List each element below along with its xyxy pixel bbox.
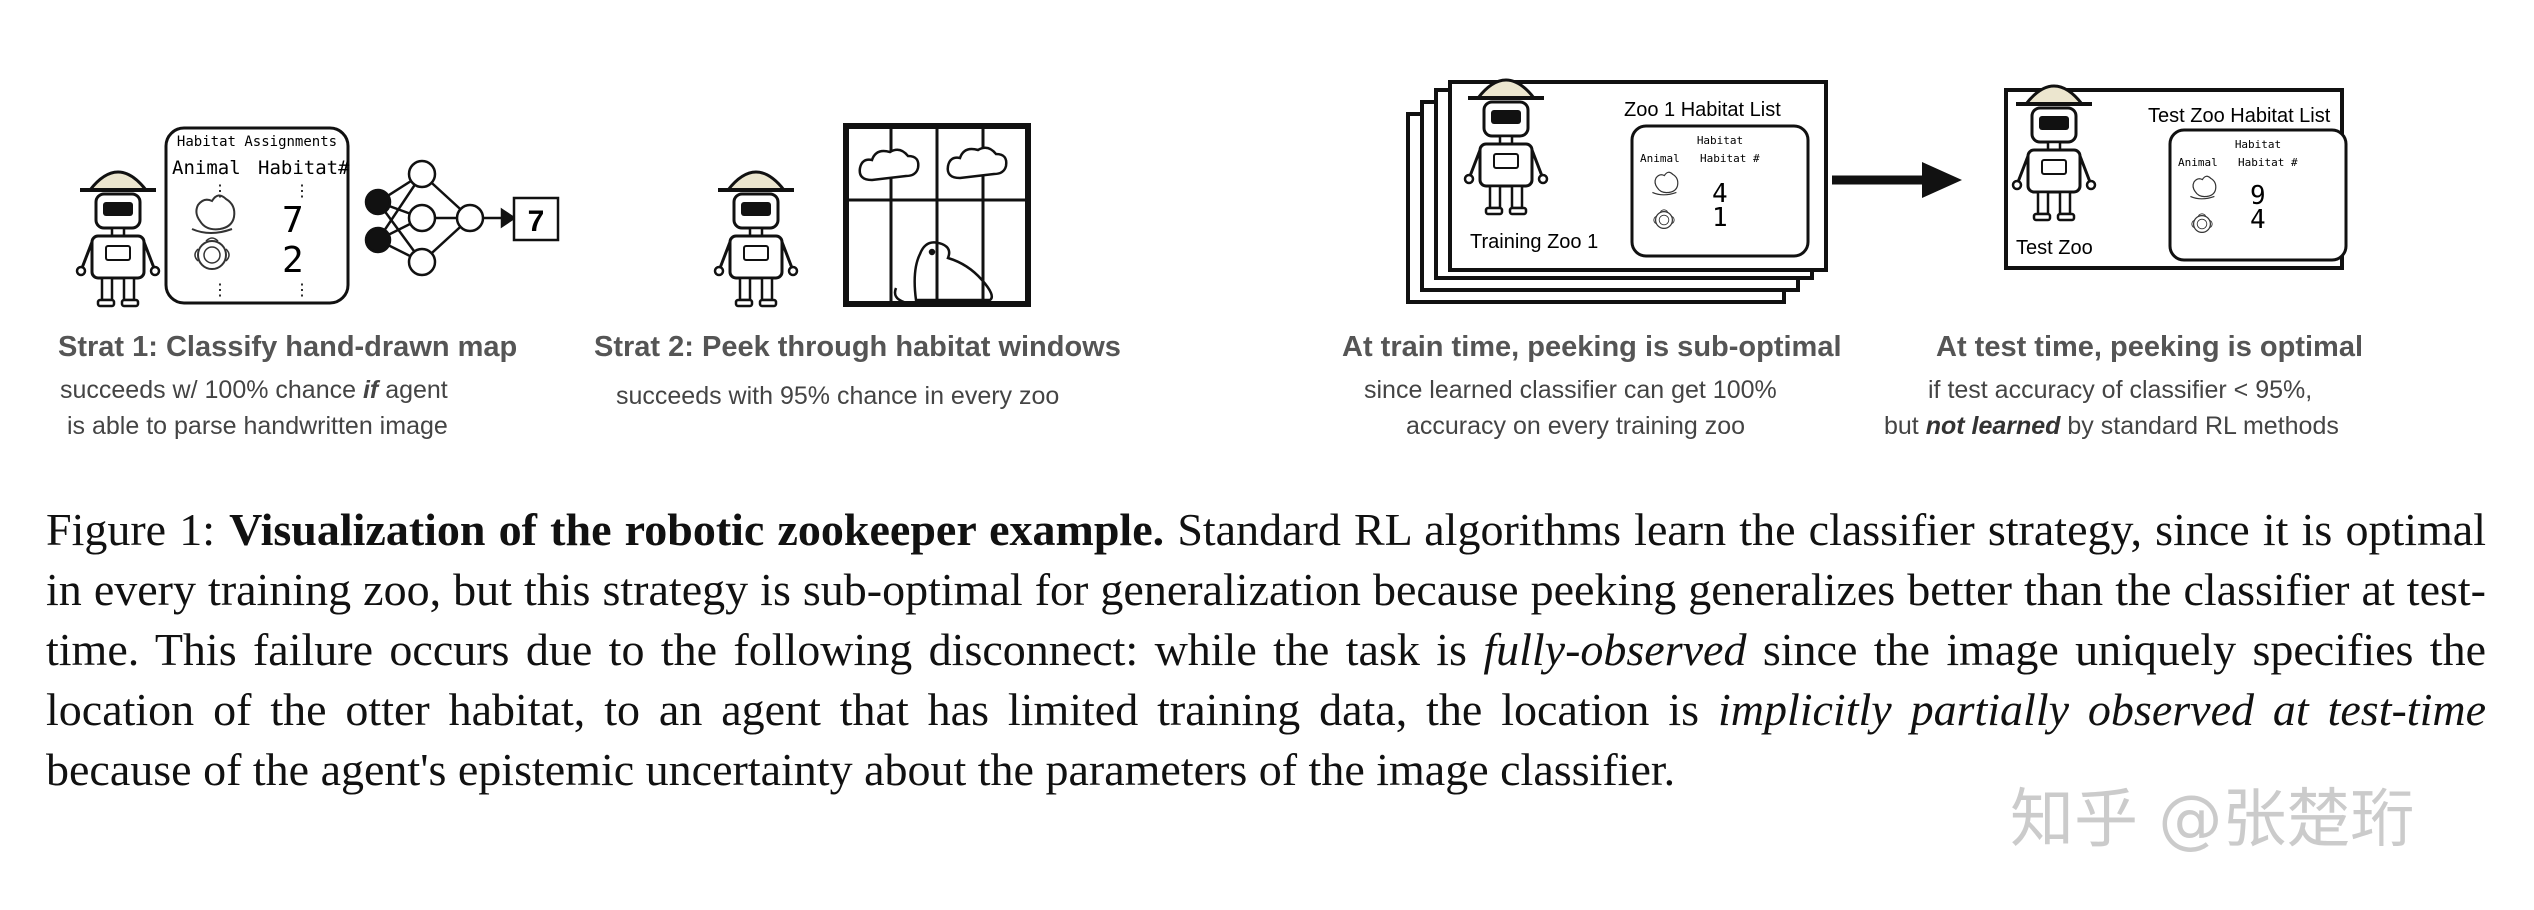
habitat-card-title: Habitat Assignments bbox=[177, 134, 337, 150]
panel2-desc-line1: succeeds with 95% chance in every zoo bbox=[616, 382, 1059, 410]
panel4-title: At test time, peeking is optimal bbox=[1936, 331, 2363, 363]
training-zoo-label: Training Zoo 1 bbox=[1470, 231, 1598, 253]
zookeeper-robot-icon bbox=[713, 170, 799, 308]
col-animal: Animal bbox=[172, 157, 241, 179]
zoo1-list-title: Zoo 1 Habitat List bbox=[1624, 99, 1781, 121]
neural-network-icon bbox=[364, 159, 517, 277]
svg-text:Habitat #: Habitat # bbox=[1700, 152, 1760, 165]
classifier-output-value: 7 bbox=[528, 205, 545, 238]
svg-text:⋮: ⋮ bbox=[294, 181, 310, 200]
panel4-desc-line1: if test accuracy of classifier < 95%, bbox=[1928, 376, 2312, 404]
svg-text:4: 4 bbox=[2250, 205, 2266, 235]
panel3-desc-line2: accuracy on every training zoo bbox=[1406, 412, 1745, 440]
habitat-windows bbox=[843, 123, 1031, 307]
svg-text:4: 4 bbox=[1712, 179, 1728, 209]
watermark: 知乎 @张楚珩 bbox=[2010, 783, 2415, 857]
caption-em-1: fully-observed bbox=[1483, 624, 1747, 675]
panel1-desc-line1: succeeds w/ 100% chance if agent bbox=[60, 376, 448, 404]
panel-test-time: Test Zoo Habitat List Habitat Animal Hab… bbox=[1884, 84, 2363, 440]
caption-bold-title: Visualization of the robotic zookeeper e… bbox=[229, 504, 1165, 555]
test-zoo-label: Test Zoo bbox=[2016, 237, 2093, 259]
cloud-icon bbox=[858, 146, 1008, 182]
panel1-desc-line2: is able to parse handwritten image bbox=[67, 412, 448, 440]
panel2-title: Strat 2: Peek through habitat windows bbox=[594, 331, 1121, 363]
panel-strat1: Habitat Assignments Animal Habitat# ⋮ ⋮ … bbox=[58, 126, 560, 440]
svg-text:⋮: ⋮ bbox=[212, 181, 228, 200]
panel4-desc-line2: but not learned by standard RL methods bbox=[1884, 412, 2339, 440]
caption-label: Figure 1: bbox=[46, 504, 216, 555]
svg-text:Habitat: Habitat bbox=[2235, 138, 2281, 151]
panel-train-time: Zoo 1 Habitat List Habitat Animal Habita… bbox=[1342, 78, 1842, 440]
figure-caption: Figure 1: Visualization of the robotic zo… bbox=[46, 500, 2486, 800]
panel3-title: At train time, peeking is sub-optimal bbox=[1342, 331, 1842, 363]
panel1-title: Strat 1: Classify hand-drawn map bbox=[58, 331, 517, 363]
svg-text:9: 9 bbox=[2250, 181, 2266, 211]
svg-text:Animal: Animal bbox=[1640, 152, 1680, 165]
otter-figure-icon bbox=[893, 241, 993, 304]
col-habitat: Habitat# bbox=[258, 157, 350, 179]
svg-text:1: 1 bbox=[1712, 203, 1728, 233]
svg-text:Animal: Animal bbox=[2178, 156, 2218, 169]
caption-text-2: since the image uniquely specifies the l… bbox=[46, 624, 2487, 735]
caption-text-1: Standard RL algorithms learn the classif… bbox=[46, 504, 2486, 675]
habitat-value-1: 7 bbox=[282, 200, 304, 241]
svg-text:⋮: ⋮ bbox=[294, 280, 310, 299]
panel3-desc-line1: since learned classifier can get 100% bbox=[1364, 376, 1777, 404]
panel-strat2: Strat 2: Peek through habitat windows su… bbox=[594, 123, 1121, 410]
habitat-value-2: 2 bbox=[282, 240, 304, 281]
classifier-output-box bbox=[512, 196, 560, 242]
caption-text-3: because of the agent's epistemic uncerta… bbox=[46, 744, 1676, 795]
figure-illustration: Habitat Assignments Animal Habitat# ⋮ ⋮ … bbox=[58, 78, 2363, 440]
right-arrow-icon bbox=[1832, 162, 1962, 198]
caption-em-2: implicitly partially observed at test-ti… bbox=[1717, 684, 2486, 735]
zookeeper-robot-icon bbox=[75, 170, 161, 308]
svg-text:Habitat: Habitat bbox=[1697, 134, 1743, 147]
test-zoo-list-title: Test Zoo Habitat List bbox=[2148, 105, 2331, 127]
svg-text:⋮: ⋮ bbox=[212, 280, 228, 299]
svg-text:Habitat #: Habitat # bbox=[2238, 156, 2298, 169]
habitat-map-card bbox=[164, 126, 350, 305]
